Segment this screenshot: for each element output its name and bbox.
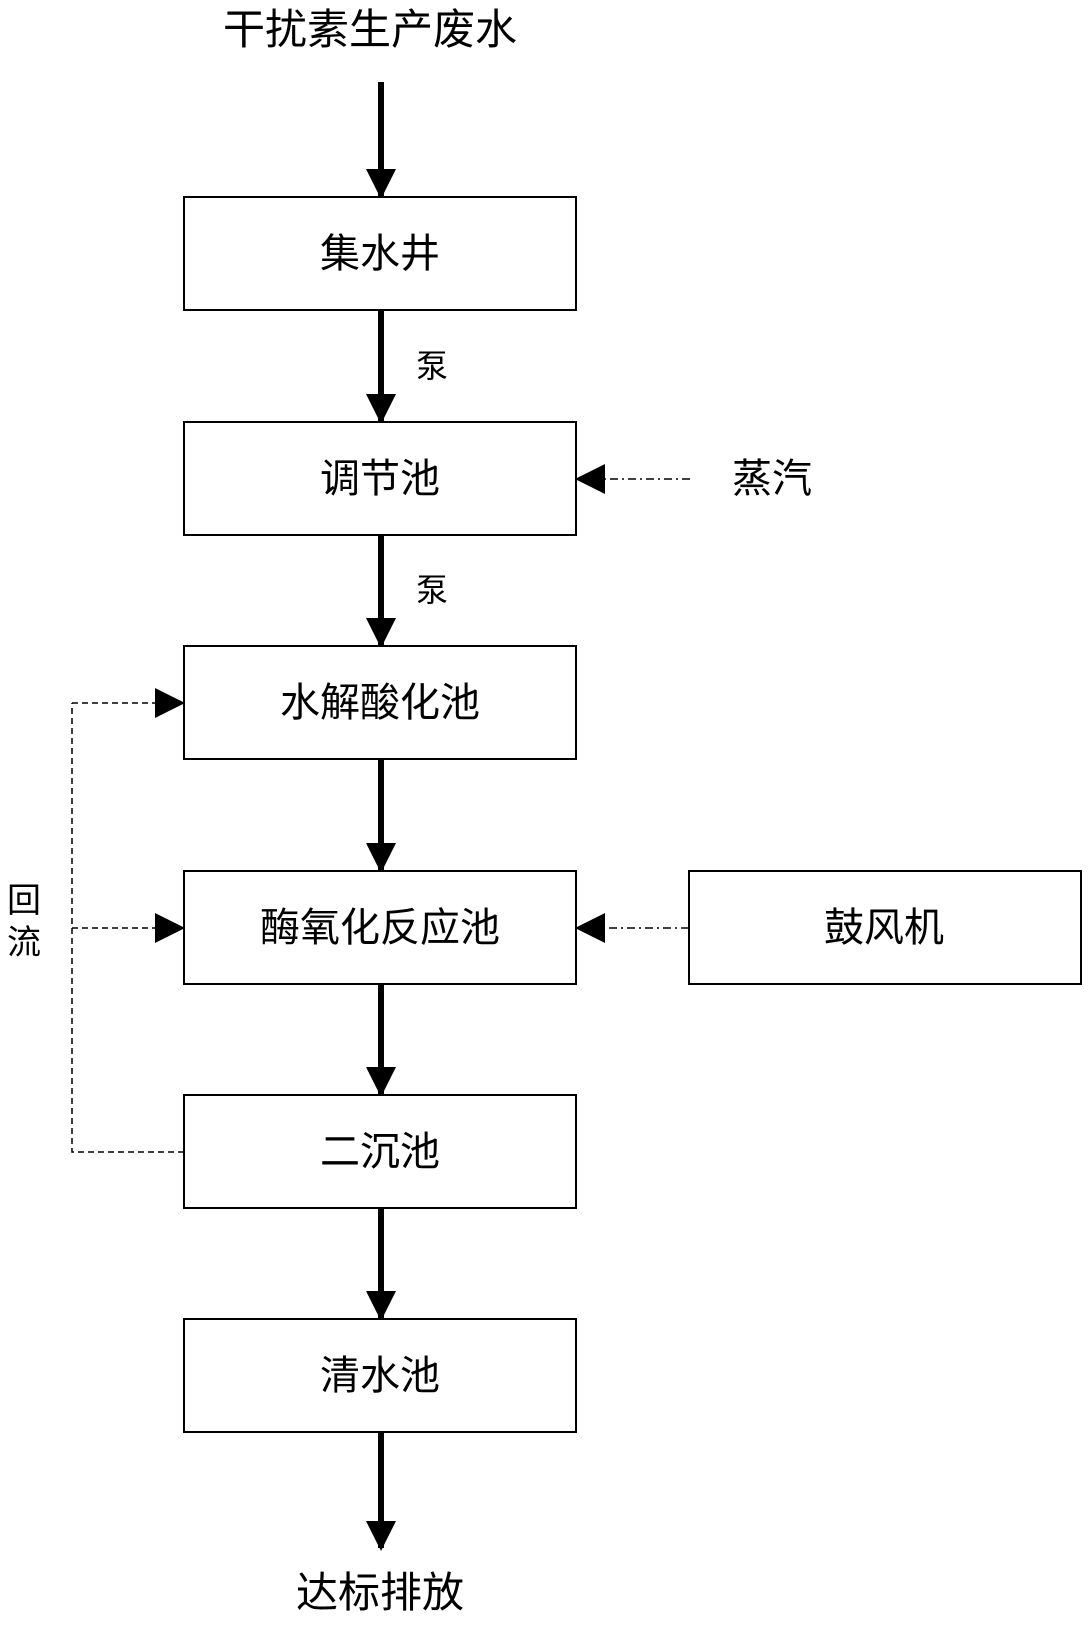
pump-label-1: 泵 xyxy=(415,347,449,385)
output-label: 达标排放 xyxy=(295,1568,465,1617)
hydrolysis-tank-label: 水解酸化池 xyxy=(280,680,480,726)
pump-label-2: 泵 xyxy=(415,571,449,609)
collection-well-box xyxy=(183,196,577,311)
input-label: 干扰素生产废水 xyxy=(222,5,518,54)
sedimentation-tank-label: 二沉池 xyxy=(320,1129,440,1175)
blower-box xyxy=(688,870,1082,985)
recycle-label-char-2: 流 xyxy=(7,923,41,963)
process-boxes xyxy=(183,196,1082,1433)
sedimentation-tank-box xyxy=(183,1094,577,1209)
recycle-label: 回 流 xyxy=(4,880,44,964)
recycle-line xyxy=(71,703,184,1153)
recycle-label-char-1: 回 xyxy=(7,881,41,921)
clear-water-tank-box xyxy=(183,1318,577,1433)
clear-water-tank-label: 清水池 xyxy=(320,1353,440,1399)
blower-label: 鼓风机 xyxy=(824,905,944,951)
regulating-tank-label: 调节池 xyxy=(320,456,440,502)
regulating-tank-box xyxy=(183,421,577,536)
oxidation-tank-label: 酶氧化反应池 xyxy=(260,905,500,951)
hydrolysis-tank-box xyxy=(183,645,577,760)
recycle-loop xyxy=(71,688,185,1153)
steam-label: 蒸汽 xyxy=(732,456,812,502)
collection-well-label: 集水井 xyxy=(320,231,440,277)
